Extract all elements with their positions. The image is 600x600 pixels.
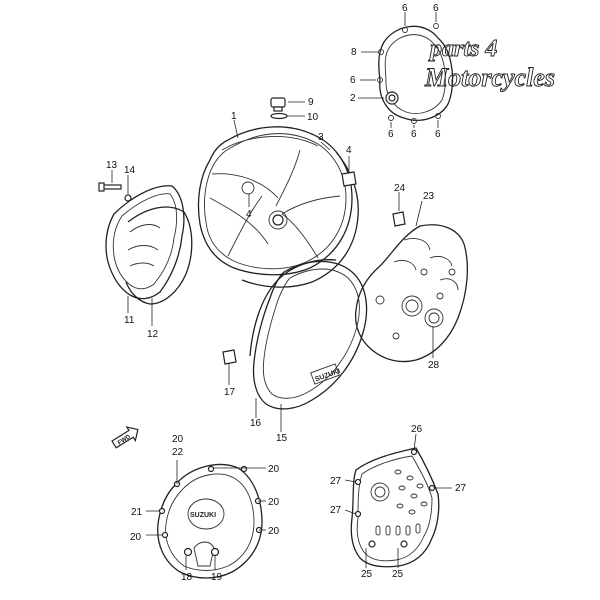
leader-lines <box>111 12 452 570</box>
callout: 25 <box>392 569 404 580</box>
callout: 1 <box>231 111 237 122</box>
callout: 27 <box>330 505 342 516</box>
callout: 20 <box>172 434 184 445</box>
watermark: parts 4 Motorcycles <box>424 36 556 93</box>
generator-cover-gasket <box>249 259 337 357</box>
callout: 17 <box>224 387 236 398</box>
callout: 18 <box>181 572 193 583</box>
callout: 8 <box>351 47 357 58</box>
callout: 14 <box>124 165 136 176</box>
callout: 6 <box>435 129 441 140</box>
callout: 21 <box>131 507 143 518</box>
callout: 4 <box>346 145 352 156</box>
dowel-pin <box>341 171 357 187</box>
callout: 2 <box>350 93 356 104</box>
callout: 11 <box>124 315 135 326</box>
callout: 6 <box>433 3 439 14</box>
callout: 27 <box>455 483 467 494</box>
callout: 20 <box>130 532 142 543</box>
callout: 6 <box>411 129 417 140</box>
callout: 25 <box>361 569 373 580</box>
logo-text-magneto: SUZUKI <box>190 512 216 519</box>
sprocket-cover-gasket <box>125 206 193 305</box>
watermark-line2: Motorcycles <box>424 63 555 92</box>
gear-shaft-seal <box>424 308 444 328</box>
guard-plate <box>350 447 440 568</box>
callout: 12 <box>147 329 159 340</box>
callout-numbers: 6 6 8 6 2 6 6 6 9 10 1 3 4 4 13 14 11 12… <box>106 3 467 583</box>
dowel <box>222 349 237 365</box>
callout: 27 <box>330 476 342 487</box>
callout: 23 <box>423 191 435 202</box>
callout: 24 <box>394 183 406 194</box>
callout: 20 <box>268 464 280 475</box>
callout: 9 <box>308 97 314 108</box>
callout: 13 <box>106 160 118 171</box>
generator-cover: SUZUKI <box>222 259 368 410</box>
o-ring <box>270 112 288 120</box>
callout: 22 <box>172 447 184 458</box>
callout: 6 <box>350 75 356 86</box>
callout: 26 <box>411 424 423 435</box>
magneto-cover: SUZUKI <box>157 463 263 579</box>
washer <box>124 194 132 202</box>
clutch-inspection-cover <box>377 23 454 124</box>
sprocket-cover <box>98 182 193 305</box>
callout: 19 <box>211 572 223 583</box>
callout: 4 <box>246 209 252 220</box>
callout: 10 <box>307 112 319 123</box>
callout: 16 <box>250 418 262 429</box>
gearbox-housing <box>354 211 468 363</box>
callout: 20 <box>268 526 280 537</box>
callout: 6 <box>388 129 394 140</box>
fwd-arrow: FWD <box>111 426 139 449</box>
callout: 15 <box>276 433 288 444</box>
callout: 6 <box>402 3 408 14</box>
oil-filler-cap <box>270 97 286 108</box>
callout: 20 <box>268 497 280 508</box>
suzuki-logo-cover: SUZUKI <box>310 363 341 385</box>
bushing <box>392 211 406 227</box>
callout: 3 <box>318 132 324 143</box>
clutch-cover <box>197 97 359 288</box>
callout: 28 <box>428 360 440 371</box>
